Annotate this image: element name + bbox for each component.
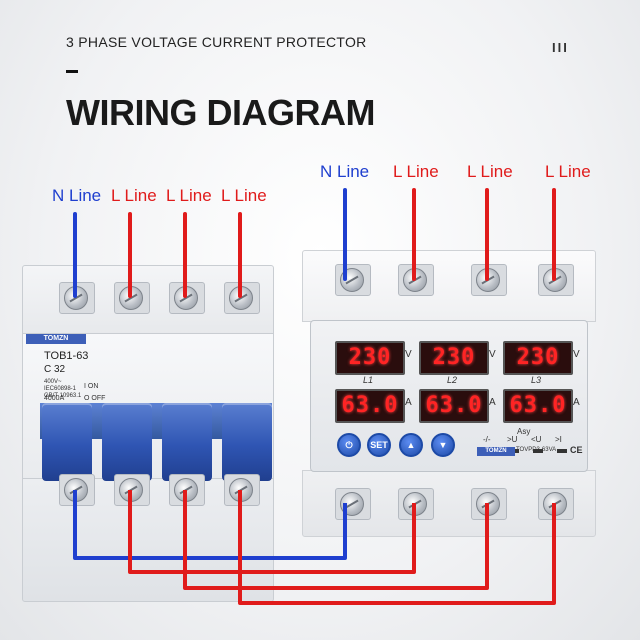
protector-model: TOVPD3-63VA <box>516 447 557 453</box>
wire-link-n <box>73 490 347 560</box>
handle-l1[interactable] <box>102 403 152 481</box>
protector-label-l2: L Line <box>467 162 513 181</box>
phase-label-l2: L2 <box>447 375 458 385</box>
current-display-l3: 63.0 <box>503 389 573 423</box>
voltage-display-l1: 230 <box>335 341 405 375</box>
breaker-spec: 400V~ IEC60898-1 GB/T 10963.1 <box>44 379 82 399</box>
current-display-l2: 63.0 <box>419 389 489 423</box>
breaker-label-l3: L Line <box>221 186 267 205</box>
title-dash <box>66 70 78 73</box>
current-unit: A <box>573 397 580 408</box>
ce-mark: CE <box>570 445 583 455</box>
handle-n[interactable] <box>42 403 92 481</box>
indicator-label: >I <box>555 435 562 444</box>
protector-label-n: N Line <box>320 162 370 181</box>
breaker-handles[interactable] <box>22 403 272 483</box>
breaker-label-n: N Line <box>52 186 102 205</box>
voltage-current-protector: 230 230 230 V V V L1 L2 L3 63.0 63.0 63.… <box>302 250 596 537</box>
breaker-breaking-capacity: 4000A <box>44 395 65 402</box>
protector-label-l1: L Line <box>393 162 439 181</box>
screw-icon <box>543 492 567 516</box>
indicator-label: -/- <box>483 435 491 444</box>
handle-l3[interactable] <box>222 403 272 481</box>
voltage-unit: V <box>405 349 412 360</box>
voltage-unit: V <box>573 349 580 360</box>
set-button[interactable]: SET <box>367 433 391 457</box>
breaker-brand: TOMZN <box>26 334 86 344</box>
wire-link-l1 <box>128 490 416 574</box>
indicator-label: <U <box>531 435 542 444</box>
current-display-l1: 63.0 <box>335 389 405 423</box>
breaker-on-label: I ON <box>84 383 99 390</box>
up-button[interactable]: ▲ <box>399 433 423 457</box>
wire-link-l3 <box>238 490 556 605</box>
down-button[interactable]: ▼ <box>431 433 455 457</box>
indicator-led <box>533 449 543 453</box>
breaker-off-label: O OFF <box>84 395 106 402</box>
current-unit: A <box>489 397 496 408</box>
phase-label-l3: L3 <box>531 375 542 385</box>
voltage-display-l3: 230 <box>503 341 573 375</box>
wire-link-l2 <box>183 490 489 590</box>
voltage-unit: V <box>489 349 496 360</box>
power-button[interactable]: ⏻ <box>337 433 361 457</box>
breaker-model: TOB1-63 <box>44 350 89 362</box>
protector-front-panel: 230 230 230 V V V L1 L2 L3 63.0 63.0 63.… <box>310 320 588 472</box>
phase-label-l1: L1 <box>363 375 374 385</box>
protector-brand: TOMZN <box>477 447 515 456</box>
current-unit: A <box>405 397 412 408</box>
breaker-label-l1: L Line <box>111 186 157 205</box>
indicator-led <box>557 449 567 453</box>
breaker-label-l2: L Line <box>166 186 212 205</box>
bars-glyph: III <box>552 40 569 55</box>
asy-label: Asy <box>517 427 531 436</box>
page-title: WIRING DIAGRAM <box>66 92 375 133</box>
circuit-breaker: TOMZN TOB1-63 C 32 400V~ IEC60898-1 GB/T… <box>22 265 274 602</box>
breaker-rating: C 32 <box>44 364 66 375</box>
protector-label-l3: L Line <box>545 162 591 181</box>
subtitle: 3 PHASE VOLTAGE CURRENT PROTECTOR <box>66 34 367 50</box>
indicator-label: >U <box>507 435 518 444</box>
voltage-display-l2: 230 <box>419 341 489 375</box>
handle-l2[interactable] <box>162 403 212 481</box>
